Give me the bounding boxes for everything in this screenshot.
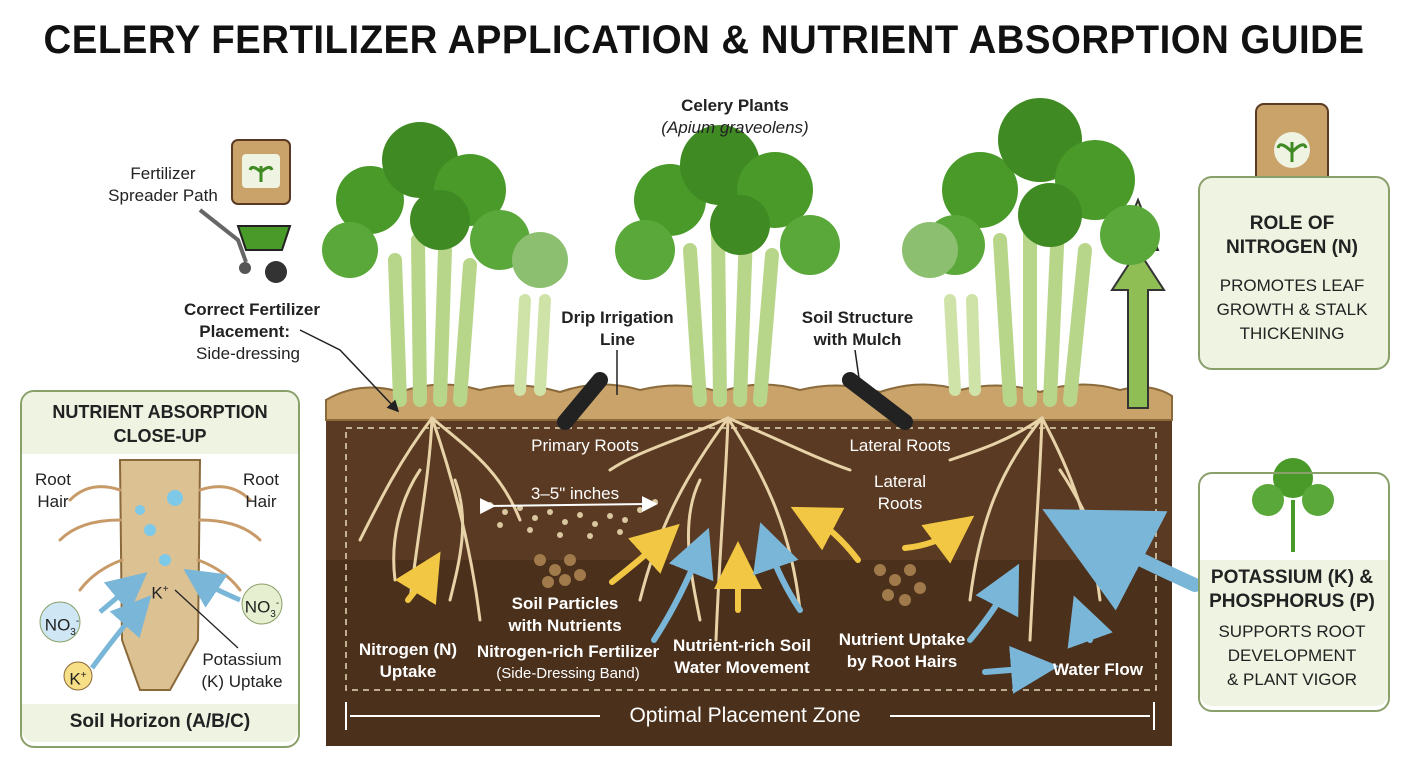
distance-label: 3–5" inches [530,484,620,503]
root-hair-left-2: Hair [37,492,69,511]
water-flow-label: Water Flow [1052,660,1144,679]
pk-title-1: POTASSIUM (K) & [1210,567,1374,588]
placement-label-2: Placement: [199,322,290,341]
pk-body-2: DEVELOPMENT [1227,646,1357,665]
drip-lines [557,372,913,430]
celery-leaf-icon [1252,458,1334,552]
k-plus-bottom-label: K+ [69,669,87,689]
nitrogen-uptake-label-2: Uptake [379,662,437,681]
lateral-roots-label-1: Lateral Roots [849,436,951,455]
pk-panel [1198,472,1390,712]
lateral-roots-label-2a: Lateral [874,472,926,491]
band-label-1: Nitrogen-rich Fertilizer [476,642,660,661]
spreader-icon [198,208,292,283]
k-plus-label: K+ [151,583,169,603]
pk-body-3: & PLANT VIGOR [1226,670,1358,689]
primary-roots-label: Primary Roots [531,436,639,455]
pk-title-2: PHOSPHORUS (P) [1209,591,1375,612]
placement-label-3: Side-dressing [196,344,300,363]
nitrogen-body-3: THICKENING [1239,324,1345,343]
soil-particles-label-1: Soil Particles [511,594,619,613]
page-title: CELERY FERTILIZER APPLICATION & NUTRIENT… [43,18,1365,62]
drip-label-1: Drip Irrigation [561,308,674,327]
close-up-panel [20,390,300,748]
close-up-root [39,459,283,691]
soil-structure-label-1: Soil Structure [801,308,914,327]
nitrogen-title-1: ROLE OF [1249,213,1335,234]
pk-body-1: SUPPORTS ROOT [1218,622,1366,641]
root-hair-uptake-label-2: by Root Hairs [846,652,958,671]
soil-particles-label-2: with Nutrients [508,616,622,635]
nitrogen-body-2: GROWTH & STALK [1216,300,1368,319]
plants-label: Celery Plants [681,96,789,115]
root-hair-right-2: Hair [245,492,277,511]
spreader-label-2: Spreader Path [108,186,218,205]
celery-plant-left [322,122,568,407]
nitrogen-uptake-label-1: Nitrogen (N) [358,640,458,659]
soil-structure-label-2: with Mulch [813,330,902,349]
close-up-title-1: NUTRIENT ABSORPTION [52,402,268,422]
plants-latin-label: (Apium graveolens) [661,118,809,137]
water-movement-label-2: Water Movement [674,658,810,677]
optimal-zone-label: Optimal Placement Zone [629,704,861,727]
nitrogen-body-1: PROMOTES LEAF [1219,276,1365,295]
water-movement-label-1: Nutrient-rich Soil [673,636,811,655]
uptake-arrows [394,506,1202,694]
celery-plant-right [902,98,1160,407]
nitrogen-bag-icon [1255,103,1329,189]
placement-label-1: Correct Fertilizer [183,300,320,319]
potassium-label-1: Potassium [202,650,282,669]
root-hair-uptake-label-1: Nutrient Uptake [838,630,966,649]
fertilizer-bag-icon [231,139,291,205]
nitrogen-panel [1198,176,1390,370]
close-up-title-2: CLOSE-UP [113,426,207,446]
no3-right-label: NO3- [244,597,280,621]
root-hair-left-1: Root [35,470,71,489]
lateral-roots-label-2b: Roots [877,494,923,513]
no3-left-label: NO3- [44,615,80,639]
band-label-2: (Side-Dressing Band) [496,665,640,682]
root-hair-right-1: Root [243,470,279,489]
drip-label-2: Line [600,330,635,349]
nitrogen-title-2: NITROGEN (N) [1226,237,1358,258]
celery-plant-center [615,125,840,407]
soil-horizon-label: Soil Horizon (A/B/C) [69,711,251,732]
soil-particle-clusters [534,554,926,606]
potassium-label-2: (K) Uptake [201,672,283,691]
spreader-label-1: Fertilizer [130,164,196,183]
